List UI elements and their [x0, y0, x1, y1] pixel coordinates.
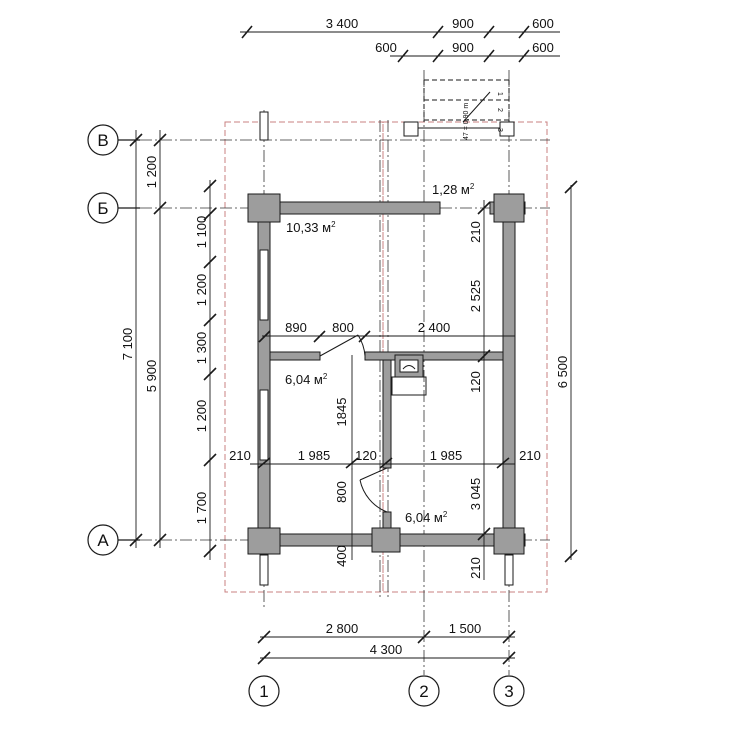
dim-mid-890: 890: [285, 320, 307, 335]
dim-low-210a: 210: [229, 448, 251, 463]
stair-step-1: 1: [496, 92, 503, 96]
dim-right-2525: 2 525: [468, 280, 483, 313]
room-area-bottom: 6,04 м2: [405, 510, 448, 525]
dim-left-7100: 7 100: [120, 328, 135, 361]
dim-right-120: 120: [468, 371, 483, 393]
dim-second-600b: 600: [532, 40, 554, 55]
dim-right-6500: 6 500: [555, 356, 570, 389]
stair-step-2: 2: [496, 108, 503, 112]
dim-left-5900: 5 900: [144, 360, 159, 393]
dim-left-1200b: 1 200: [194, 274, 209, 307]
stair-note: 47 = 0,90 m: [463, 103, 470, 140]
axis-label-1: 1: [259, 682, 268, 701]
stair-labels: 47 = 0,90 m 1 2 3: [463, 92, 503, 140]
dim-low-1985a: 1 985: [298, 448, 331, 463]
porch-stairs: [403, 79, 515, 137]
room-labels: 10,33 м2 6,04 м2 6,04 м2 1,28 м2: [285, 182, 475, 525]
dim-top-3400: 3 400: [326, 16, 359, 31]
axis-label-2: 2: [419, 682, 428, 701]
dim-low-1985b: 1 985: [430, 448, 463, 463]
dim-mid-2400: 2 400: [418, 320, 451, 335]
dim-bottom-4300: 4 300: [370, 642, 403, 657]
stove: [391, 354, 427, 396]
dimension-texts: 3 400 900 600 600 900 600 1 200 1 100 1 …: [120, 16, 570, 657]
axis-grid-lines: [120, 70, 550, 675]
dim-left-1100: 1 100: [194, 216, 209, 249]
porch-area: 1,28 м2: [432, 182, 475, 197]
dim-second-600a: 600: [375, 40, 397, 55]
dim-top-900: 900: [452, 16, 474, 31]
windows: [259, 111, 514, 586]
axis-label-a: А: [97, 531, 109, 550]
axis-col-3: [493, 675, 525, 707]
axis-col-2: [408, 675, 440, 707]
dim-right-3045: 3 045: [468, 478, 483, 511]
dim-left-1200a: 1 200: [144, 156, 159, 189]
stair-step-3: 3: [496, 128, 503, 132]
axis-label-b: Б: [97, 199, 108, 218]
room-area-middle: 6,04 м2: [285, 372, 328, 387]
room-area-top: 10,33 м2: [286, 220, 336, 235]
dim-1845: 1845: [334, 398, 349, 427]
dim-left-1300: 1 300: [194, 332, 209, 365]
axis-markers: [87, 124, 525, 707]
axis-col-1: [248, 675, 280, 707]
dim-800-door: 800: [334, 481, 349, 503]
dim-bottom-2800: 2 800: [326, 621, 359, 636]
dimension-ticks: [129, 25, 578, 665]
axis-label-v: В: [97, 131, 108, 150]
doors: [319, 334, 388, 513]
dimension-lines: [135, 31, 572, 659]
dim-bottom-1500: 1 500: [449, 621, 482, 636]
dim-mid-800: 800: [332, 320, 354, 335]
axis-label-3: 3: [504, 682, 513, 701]
axis-labels: В Б А 1 2 3: [97, 131, 513, 701]
dim-second-900: 900: [452, 40, 474, 55]
dim-low-210b: 210: [519, 448, 541, 463]
dim-left-1700: 1 700: [194, 492, 209, 525]
dim-right-210b: 210: [468, 557, 483, 579]
walls: [247, 193, 526, 555]
dim-top-600: 600: [532, 16, 554, 31]
dim-400: 400: [334, 545, 349, 567]
dim-right-210a: 210: [468, 221, 483, 243]
dim-left-1200c: 1 200: [194, 400, 209, 433]
dim-low-120: 120: [355, 448, 377, 463]
